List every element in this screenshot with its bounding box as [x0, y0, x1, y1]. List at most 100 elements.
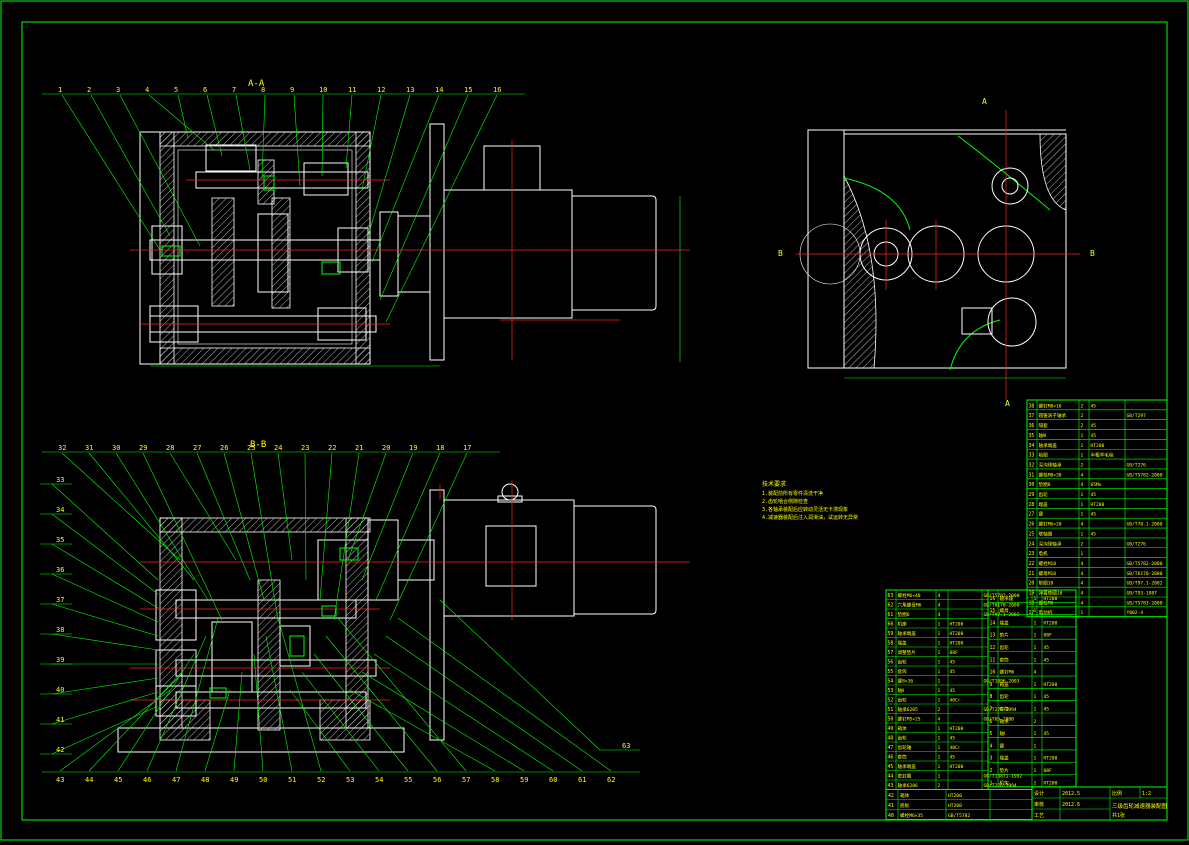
bom-cell-no: 17	[1029, 610, 1035, 616]
bom-cell-no: 11	[990, 657, 996, 663]
bom-cell-name: 套筒	[898, 754, 908, 761]
balloon-label: 17	[463, 444, 471, 452]
balloon-leader	[90, 94, 171, 237]
balloon-leader	[61, 94, 161, 251]
bom-cell-no: 57	[888, 650, 894, 656]
bb-motor-fan-cover	[574, 505, 657, 615]
gear-large-left	[211, 197, 235, 307]
balloon-leader	[385, 94, 498, 323]
side-view: A A B B	[778, 97, 1095, 408]
bom-cell-mat: 45	[1091, 423, 1097, 429]
bom-cell-no: 52	[888, 698, 894, 704]
bom-cell-name: 圆锥滚子轴承	[1039, 412, 1067, 419]
seal-mark	[161, 245, 181, 257]
balloon-leader	[253, 653, 264, 772]
housing-outline	[139, 131, 371, 365]
bom-cell-no: 16	[990, 596, 996, 602]
balloon-leader	[204, 689, 231, 772]
balloon-leader	[233, 671, 243, 772]
bom-cell-qty: 1	[938, 669, 941, 675]
bom-cell-qty: 1	[938, 755, 941, 761]
bom-cell-std: GB/T297	[1127, 413, 1147, 419]
bom-cell-mat: HT200	[948, 793, 962, 799]
bom-cell-mat: 08F	[1044, 768, 1053, 774]
section-label-b-right: B	[1090, 249, 1095, 258]
bom-cell-no: 46	[888, 755, 894, 761]
section-label-aa: A-A	[248, 79, 265, 89]
balloon-leader	[325, 635, 438, 772]
bom-cell-name: 齿轮轴	[898, 744, 912, 751]
bom-cell-no: 18	[1029, 600, 1035, 606]
bom-cell-name: 轴承	[1000, 718, 1010, 725]
bom-cell-name: 隔套	[1039, 422, 1049, 429]
balloon-leader	[250, 452, 279, 621]
bom-cell-name: 端盖	[1000, 619, 1010, 626]
bom-cell-name: 箱体	[900, 792, 910, 799]
title-block: 三级齿轮减速器装配图 比例 1:2 共1张 设计 审核 工艺 2012.5 20…	[1031, 786, 1168, 821]
balloon-label: 50	[259, 776, 267, 784]
bom-cell-no: 28	[1029, 502, 1035, 508]
coupling-flange	[379, 211, 399, 297]
bom-cell-qty: 1	[1081, 453, 1084, 459]
balloon-label: 32	[58, 444, 66, 452]
date-designer: 2012.5	[1062, 791, 1080, 797]
bom-cell-qty: 1	[938, 660, 941, 666]
bom-cell-name: 键	[1000, 742, 1005, 749]
balloon-leader	[277, 617, 322, 772]
balloon-leader	[319, 452, 333, 601]
bom-cell-no: 4	[990, 743, 993, 749]
bom-cell-no: 53	[888, 688, 894, 694]
balloon-label: 63	[622, 742, 630, 750]
balloon-label: 37	[56, 596, 64, 604]
bom-cell-std: GB/T276	[1127, 541, 1147, 547]
bom-cell-no: 47	[888, 745, 894, 751]
bom-cell-mat: 45	[1044, 645, 1050, 651]
bom-cell-qty: 4	[938, 717, 941, 723]
balloon-label: 42	[56, 746, 64, 754]
bom-cell-qty: 1	[1081, 433, 1084, 439]
bom-cell-no: 25	[1029, 531, 1035, 537]
bom-cell-std: GB/T276-1994	[984, 707, 1017, 713]
balloon-label: 18	[436, 444, 444, 452]
housing-top-wall	[159, 131, 371, 147]
bom-cell-no: 7	[990, 707, 993, 713]
bom-cell-mat: 45	[950, 660, 956, 666]
bom-cell-qty: 4	[1081, 472, 1084, 478]
balloon-label: 22	[328, 444, 336, 452]
balloon-leader	[175, 617, 219, 772]
balloon-leader	[59, 689, 171, 772]
balloon-label: 45	[114, 776, 122, 784]
balloon-label: 58	[491, 776, 499, 784]
balloon-leader	[148, 94, 215, 151]
upper-gear	[257, 159, 275, 205]
bom-cell-qty: 4	[938, 603, 941, 609]
bom-cell-mat: 半粗羊毛毡	[1091, 452, 1114, 459]
bom-cell-no: 33	[1029, 453, 1035, 459]
bom-cell-qty: 1	[938, 679, 941, 685]
bom-cell-std: GB/T6170-2000	[984, 603, 1020, 609]
bom-cell-name: 弹簧垫圈10	[1039, 590, 1063, 597]
bom-cell-no: 9	[990, 682, 993, 688]
balloon-label: 53	[346, 776, 354, 784]
bom-cell-no: 56	[888, 660, 894, 666]
bom-cell-no: 58	[888, 641, 894, 647]
bom-cell-name: 垫圈6	[898, 611, 910, 618]
bom-cell-no: 60	[888, 622, 894, 628]
bom-cell-name: 螺栓M6×35	[900, 812, 923, 819]
bom-cell-qty: 1	[1081, 551, 1084, 557]
bom-cell-name: 螺栓M8×30	[1039, 471, 1062, 478]
balloon-label: 49	[230, 776, 238, 784]
motor-mount-plate	[429, 123, 445, 361]
balloon-label: 29	[139, 444, 147, 452]
bom-cell-name: 齿轮	[1039, 491, 1049, 498]
balloon-label: 38	[56, 626, 64, 634]
